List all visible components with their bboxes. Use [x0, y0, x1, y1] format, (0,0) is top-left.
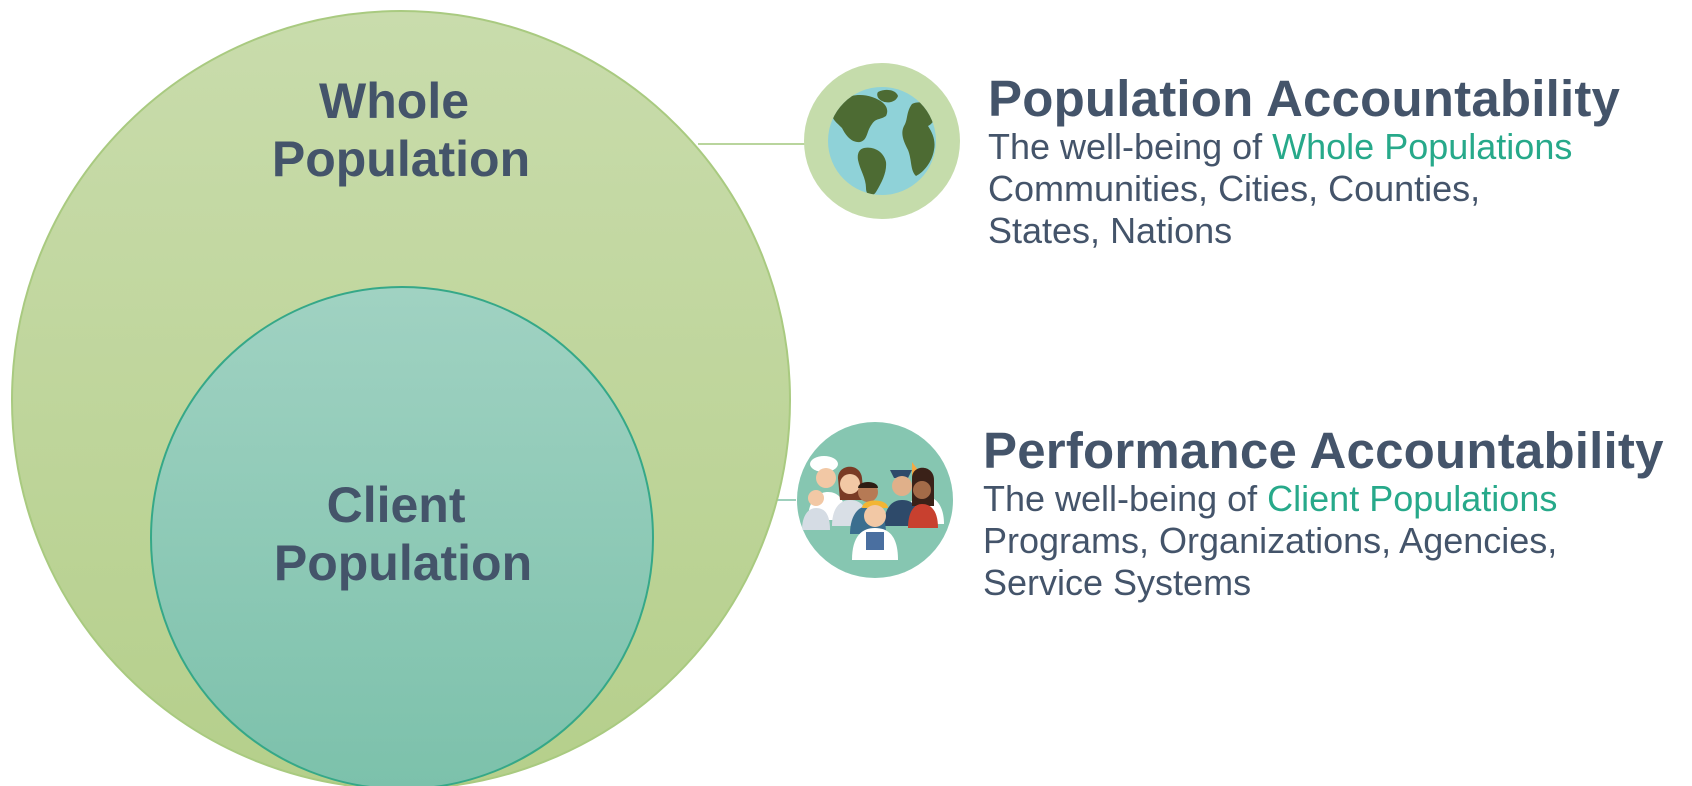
performance-description-prefix: The well-being of: [983, 478, 1268, 519]
performance-accountability-description: The well-being of Client Populations Pro…: [983, 478, 1557, 604]
client-populations-highlight: Client Populations: [1267, 478, 1558, 519]
population-description-line2: Communities, Cities, Counties,: [988, 168, 1481, 209]
people-group-icon: [797, 422, 953, 578]
performance-accountability-heading: Performance Accountability: [983, 422, 1664, 479]
globe-icon: [804, 63, 960, 219]
client-population-label-line2: Population: [274, 535, 532, 591]
client-population-label-line1: Client: [327, 477, 466, 533]
client-population-circle: [150, 286, 654, 786]
population-description-line3: States, Nations: [988, 210, 1233, 251]
person-woman-red-figure: [908, 467, 938, 528]
person-woman-figure: [832, 466, 868, 526]
performance-description-line3: Service Systems: [983, 562, 1252, 603]
person-left-figure: [802, 490, 830, 530]
whole-populations-highlight: Whole Populations: [1272, 126, 1573, 167]
client-population-label: Client Population: [274, 477, 532, 591]
population-accountability-description: The well-being of Whole Populations Comm…: [988, 126, 1572, 252]
population-accountability-heading: Population Accountability: [988, 70, 1621, 127]
population-description-prefix: The well-being of: [988, 126, 1273, 167]
population-description-line1: The well-being of Whole Populations: [988, 126, 1572, 168]
person-worker-figure: [852, 500, 898, 560]
whole-population-label-line1: Whole: [319, 73, 469, 129]
performance-description-line1: The well-being of Client Populations: [983, 478, 1557, 520]
performance-description-line2: Programs, Organizations, Agencies,: [983, 520, 1558, 561]
whole-population-label: Whole Population: [272, 73, 530, 187]
whole-population-label-line2: Population: [272, 131, 530, 187]
